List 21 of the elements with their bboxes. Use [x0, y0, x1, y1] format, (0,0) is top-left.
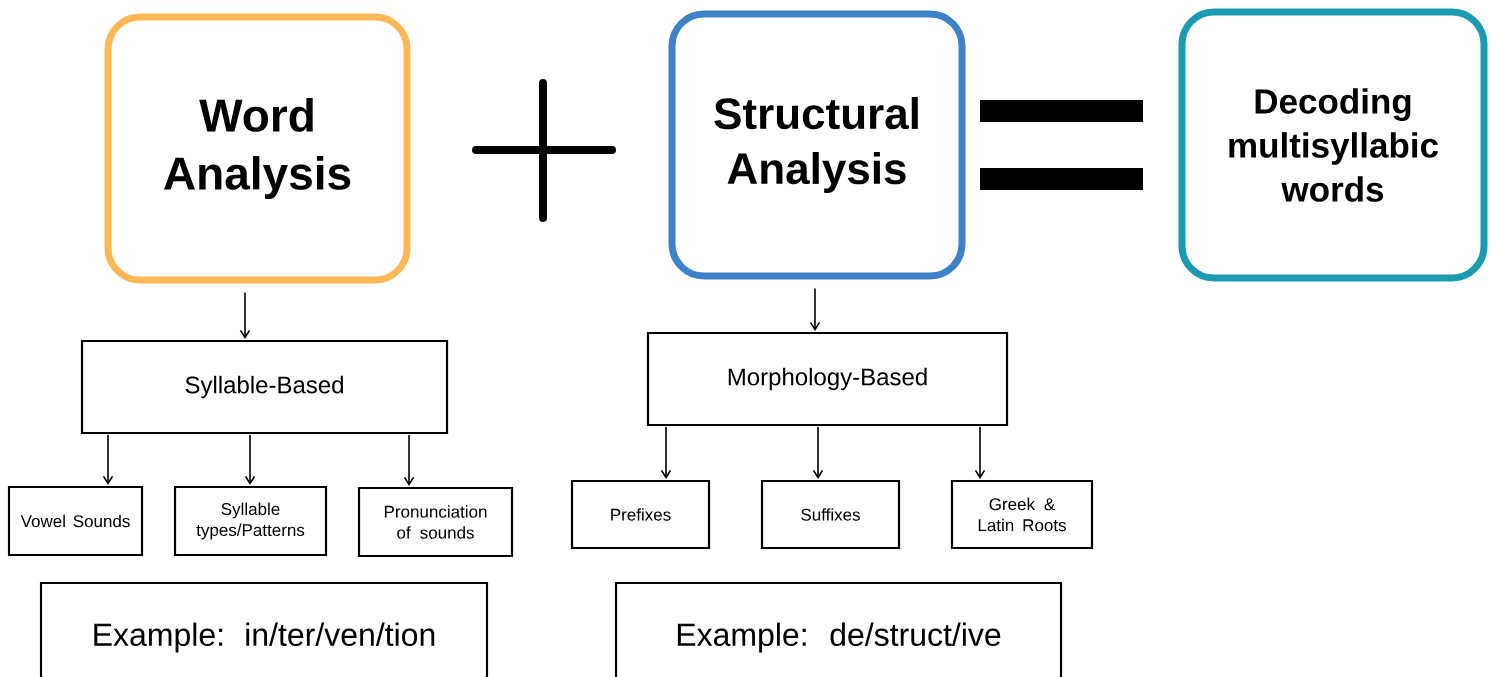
arrow — [403, 434, 415, 486]
arrow — [660, 426, 672, 479]
item-box: Pronunciation of sounds — [357, 486, 514, 558]
category-box: Morphology-Based — [646, 331, 1009, 427]
item-box: Vowel Sounds — [7, 485, 144, 557]
category-box: Syllable-Based — [80, 339, 449, 435]
item-box: Syllable types/Patterns — [173, 485, 328, 557]
example-box: Example: de/struct/ive — [614, 581, 1063, 677]
rounded-box: Structural Analysis — [668, 10, 966, 280]
arrow — [812, 426, 824, 479]
item-box: Prefixes — [570, 479, 711, 550]
item-box: Greek & Latin Roots — [950, 479, 1094, 550]
arrow — [102, 434, 114, 485]
rounded-box: Word Analysis — [104, 13, 411, 284]
arrow — [239, 291, 251, 339]
rounded-box: Decoding multisyllabic words — [1178, 8, 1488, 282]
arrow — [244, 434, 256, 485]
arrow — [809, 287, 821, 331]
item-box: Suffixes — [760, 479, 901, 550]
example-box: Example: in/ter/ven/tion — [39, 581, 489, 677]
arrow — [974, 426, 986, 479]
